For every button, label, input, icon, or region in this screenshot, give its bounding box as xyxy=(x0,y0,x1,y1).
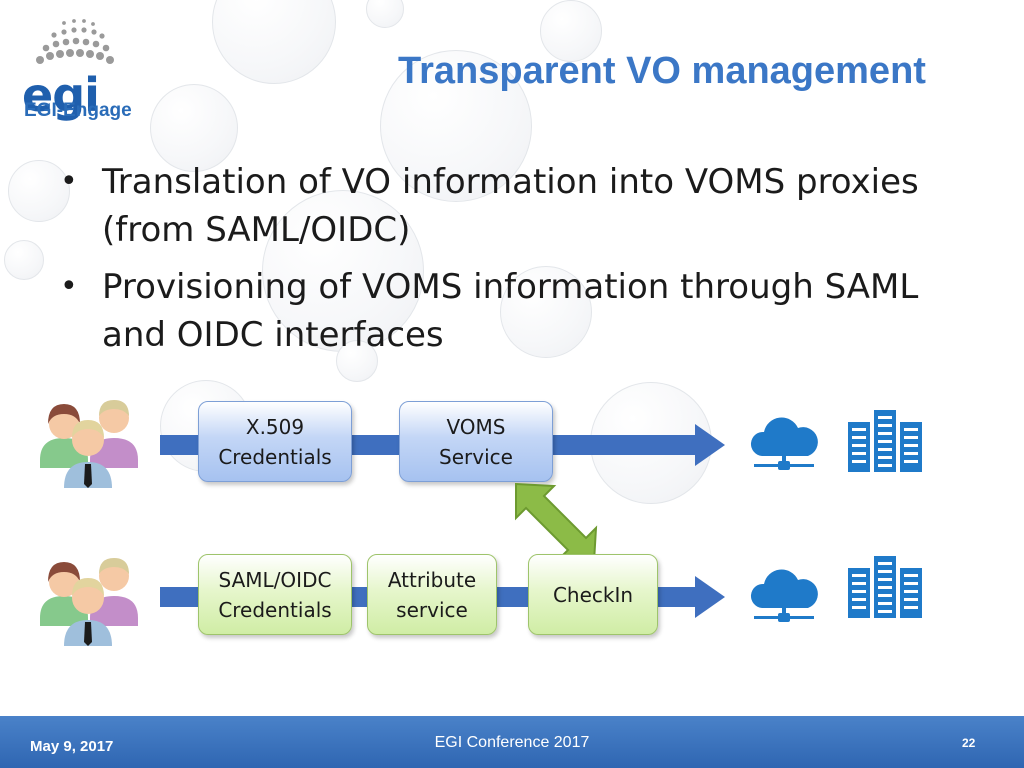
background-bubble xyxy=(540,0,602,62)
bullet-text: Translation of VO information into VOMS … xyxy=(102,162,919,250)
user-group-icon xyxy=(40,558,138,646)
user-group-icon xyxy=(40,400,138,488)
server-rack-icon xyxy=(848,556,922,618)
slide-title: Transparent VO management xyxy=(398,50,926,92)
bullet-dot: • xyxy=(60,269,78,304)
checkin-box: CheckIn xyxy=(528,554,658,635)
bullet-dot: • xyxy=(60,164,78,199)
footer-conference: EGI Conference 2017 xyxy=(434,734,590,751)
voms-service-box: VOMS Service xyxy=(399,401,553,482)
bullet-text: Provisioning of VOMS information through… xyxy=(102,267,919,355)
server-rack-icon xyxy=(848,410,922,472)
background-bubble xyxy=(150,84,238,172)
background-bubble xyxy=(8,160,70,222)
box-label: CheckIn xyxy=(552,582,634,607)
box-label: SAML/OIDC Credentials xyxy=(218,567,332,622)
footer-date: May 9, 2017 xyxy=(30,738,114,755)
egi-dots-logo-icon xyxy=(36,19,114,64)
x509-credentials-box: X.509 Credentials xyxy=(198,401,352,482)
attribute-service-box: Attribute service xyxy=(367,554,497,635)
bullet-item: • Provisioning of VOMS information throug… xyxy=(56,263,986,359)
footer-bar: May 9, 2017 EGI Conference 2017 22 xyxy=(0,716,1024,768)
background-bubble xyxy=(212,0,336,84)
background-bubble xyxy=(4,240,44,280)
saml-oidc-credentials-box: SAML/OIDC Credentials xyxy=(198,554,352,635)
box-label: X.509 Credentials xyxy=(218,414,332,469)
background-bubble xyxy=(336,340,378,382)
bullet-list: • Translation of VO information into VOMS… xyxy=(56,158,986,368)
page-number: 22 xyxy=(962,736,976,750)
logo-subtitle: EGI-Engage xyxy=(24,100,132,121)
background-bubble xyxy=(500,266,592,358)
box-label: Attribute service xyxy=(387,567,477,622)
background-bubble xyxy=(380,50,532,202)
cloud-network-icon xyxy=(750,569,818,622)
logo-wordmark: egi xyxy=(22,68,100,122)
background-bubble xyxy=(366,0,404,28)
bullet-item: • Translation of VO information into VOMS… xyxy=(56,158,986,254)
egi-engage-logo: egi EGI-Engage xyxy=(14,16,134,126)
cloud-network-icon xyxy=(750,417,818,470)
background-bubble xyxy=(262,190,424,352)
box-label: VOMS Service xyxy=(439,414,513,469)
